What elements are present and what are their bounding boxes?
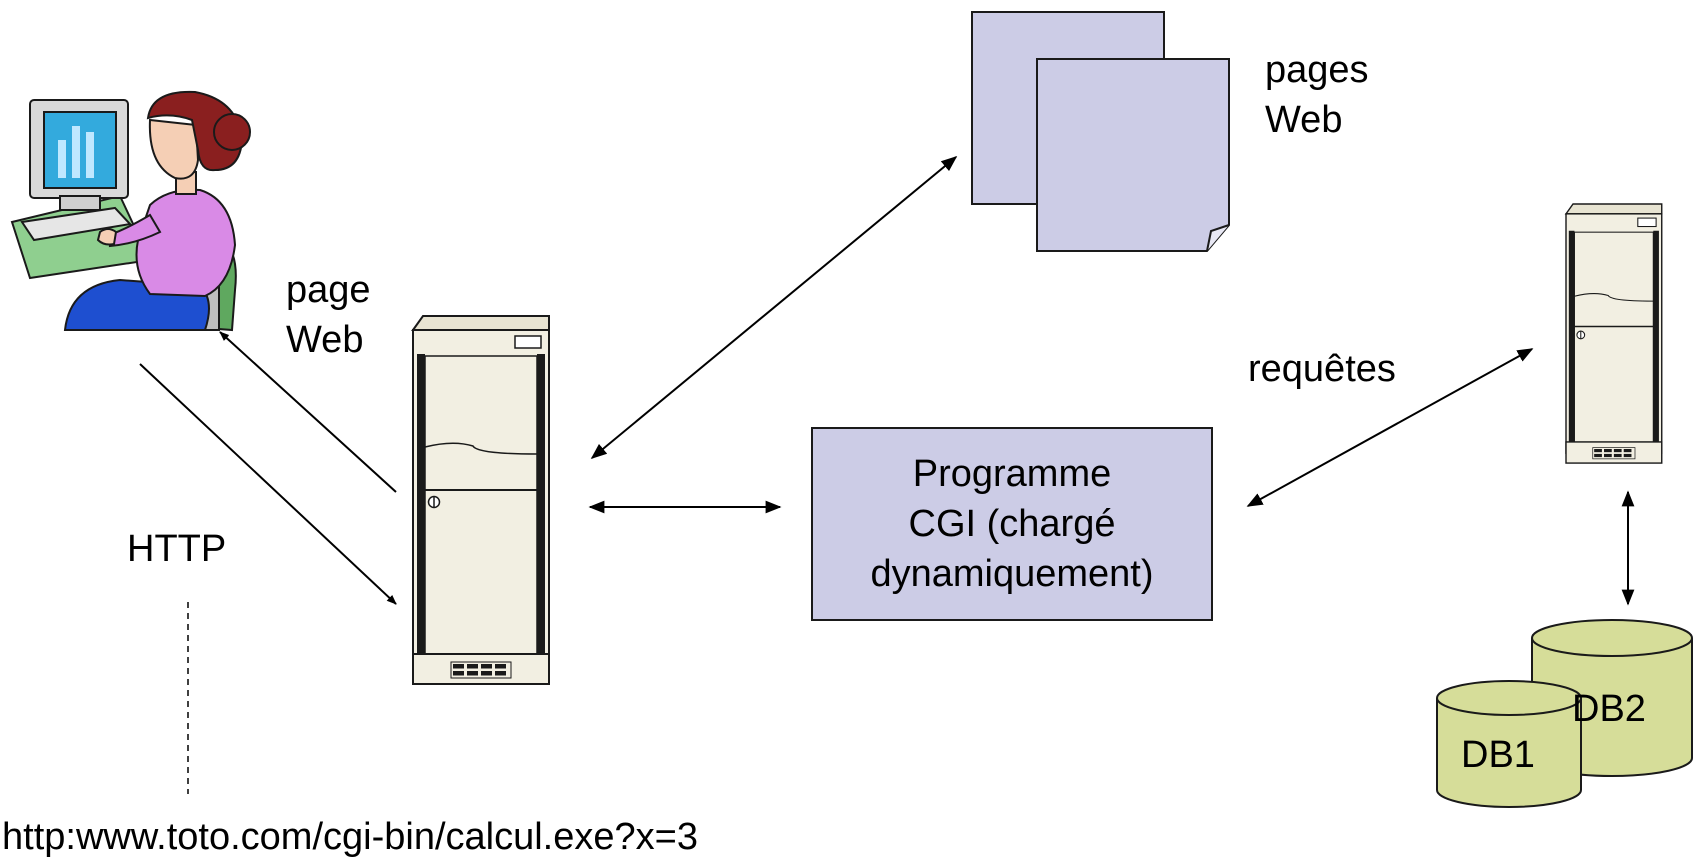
cgi-program-box [811,427,1213,621]
arrow-response-to-user [219,331,397,493]
label-page-web-line1: page [286,269,371,311]
label-cgi-line2: CGI (chargé [908,503,1116,545]
label-page-web-line2: Web [286,319,364,361]
arrow-server-to-pages [590,155,958,460]
arrow-request-to-server [139,363,397,605]
label-cgi-line1: Programme [912,453,1112,495]
label-url: http:www.toto.com/cgi-bin/calcul.exe?x=3 [2,816,698,858]
database-cylinder-icon [1436,619,1693,808]
label-cgi-program: Programme CGI (chargé dynamiquement) [812,449,1212,599]
label-requetes: requêtes [1248,348,1396,390]
label-cgi-line3: dynamiquement) [870,553,1154,595]
label-page-web: page Web [286,265,371,365]
arrow-cgi-to-db-server [1246,348,1534,507]
person-at-computer-icon [10,90,251,332]
label-pages-web-line1: pages [1265,49,1369,91]
documents-icon [971,11,1230,252]
db-server-tower-icon [1564,203,1663,464]
label-db1: DB1 [1461,734,1535,776]
label-pages-web: pages Web [1265,45,1369,145]
label-http: HTTP [127,528,227,570]
web-server-tower-icon [411,315,550,685]
label-db2: DB2 [1572,688,1646,730]
label-pages-web-line2: Web [1265,99,1343,141]
